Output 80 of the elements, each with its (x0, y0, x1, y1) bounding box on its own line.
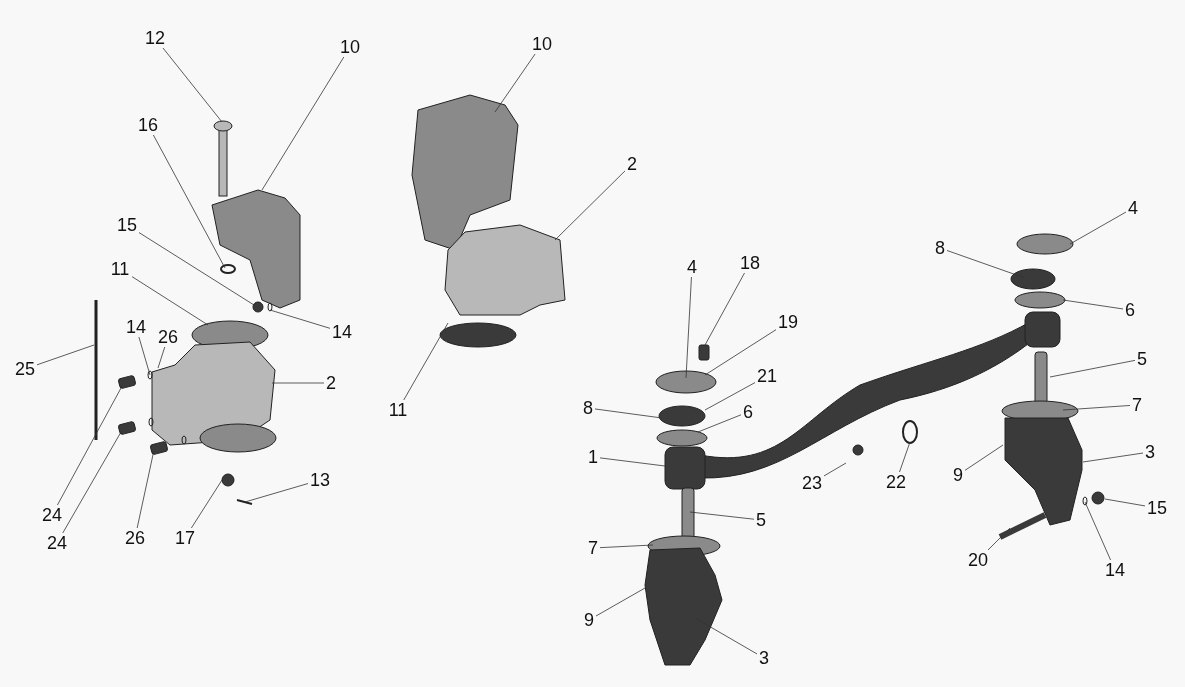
callout-number: 8 (933, 238, 947, 258)
leader-line (494, 53, 536, 113)
callout-number: 24 (40, 505, 64, 525)
leader-line (269, 309, 331, 329)
leader-line (62, 431, 122, 534)
callout-number: 21 (755, 366, 779, 386)
callout-number: 2 (324, 373, 338, 393)
callout-number: 11 (108, 259, 132, 279)
callout-number: 19 (776, 312, 800, 332)
leader-line (157, 346, 166, 369)
leader-line (697, 414, 742, 433)
leader-line (261, 56, 345, 191)
leader-line (1082, 452, 1144, 463)
leader-line (191, 479, 223, 529)
callout-number: 9 (951, 465, 965, 485)
leader-line (704, 382, 756, 411)
leader-line (689, 511, 755, 520)
leader-line (36, 344, 95, 366)
callout-number: 7 (586, 538, 600, 558)
callout-number: 2 (625, 154, 639, 174)
callout-number: 3 (1143, 442, 1157, 462)
callout-number: 4 (685, 257, 699, 277)
leader-line (403, 322, 449, 401)
callout-number: 20 (966, 550, 990, 570)
leader-line (153, 134, 226, 269)
callout-number: 8 (581, 398, 595, 418)
callout-number: 1 (586, 447, 600, 467)
callout-number: 15 (1145, 498, 1169, 518)
leader-line (138, 336, 151, 376)
callout-number: 26 (156, 327, 180, 347)
callout-number: 18 (738, 253, 762, 273)
callout-number: 14 (330, 322, 354, 342)
leader-line (554, 170, 626, 241)
callout-number: 6 (741, 402, 755, 422)
callout-number: 25 (13, 359, 37, 379)
leader-line (1049, 359, 1136, 378)
leader-line (599, 544, 654, 549)
callout-number: 5 (1135, 349, 1149, 369)
callout-number: 10 (338, 37, 362, 57)
leader-line (946, 250, 1026, 279)
leader-line (685, 276, 692, 379)
callout-number: 14 (1103, 560, 1127, 580)
callout-number: 16 (136, 115, 160, 135)
leader-line (244, 483, 309, 503)
callout-number: 11 (386, 400, 410, 420)
callout-number: 7 (1130, 395, 1144, 415)
leader-line (964, 444, 1004, 471)
leader-line (162, 47, 223, 123)
callout-number: 4 (1126, 198, 1140, 218)
callout-number: 9 (582, 610, 596, 630)
callout-number: 13 (308, 470, 332, 490)
callout-number: 6 (1123, 300, 1137, 320)
leader-line (704, 329, 777, 376)
leader-line (57, 387, 122, 506)
leader-line (1062, 299, 1124, 310)
leader-line (823, 462, 847, 477)
leader-line (599, 457, 666, 467)
callout-number: 26 (123, 528, 147, 548)
leader-line (1084, 501, 1111, 561)
leader-line (131, 276, 209, 326)
callout-number: 17 (173, 528, 197, 548)
callout-number: 22 (884, 472, 908, 492)
callout-number: 14 (124, 317, 148, 337)
callout-number: 24 (45, 533, 69, 553)
callout-number: 3 (757, 648, 771, 668)
callout-number: 15 (115, 215, 139, 235)
leader-line (595, 587, 646, 617)
callout-number: 10 (530, 34, 554, 54)
leader-line (987, 527, 1011, 551)
leader-line (138, 232, 255, 306)
leader-line (1104, 498, 1146, 507)
leader-line (136, 449, 155, 529)
leader-line (1069, 211, 1127, 245)
callout-number: 5 (754, 510, 768, 530)
leader-line (1062, 405, 1131, 411)
leader-line (271, 382, 325, 384)
callout-number: 23 (800, 473, 824, 493)
leader-line (899, 441, 911, 473)
callout-number: 12 (143, 28, 167, 48)
leader-line (704, 272, 745, 346)
